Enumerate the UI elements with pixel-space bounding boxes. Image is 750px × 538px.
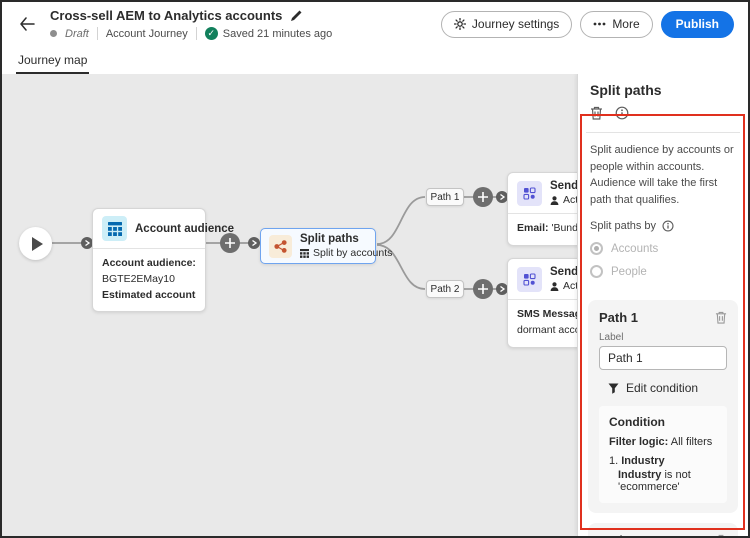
back-arrow-icon xyxy=(19,17,35,31)
status-dot xyxy=(50,30,57,37)
path1-edit-condition-label: Edit condition xyxy=(626,381,699,395)
split-node-subtitle: Split by accounts xyxy=(313,247,393,259)
trash-icon xyxy=(715,534,727,536)
path1-condition-card: Condition Filter logic: All filters 1. I… xyxy=(599,406,727,503)
sms-detail-label: SMS Message: xyxy=(517,308,591,320)
tab-active-indicator xyxy=(16,72,90,74)
accounts-mini-icon xyxy=(300,248,309,258)
rule-field: Industry xyxy=(621,455,665,467)
divider xyxy=(508,213,640,214)
main-area: Account audience Account audience: BGTE2… xyxy=(2,74,748,536)
title-block: Cross-sell AEM to Analytics accounts Dra… xyxy=(50,8,332,40)
split-share-icon xyxy=(269,234,292,258)
divider xyxy=(508,299,640,300)
delete-node-button[interactable] xyxy=(590,106,603,120)
account-node-title: Account audience xyxy=(135,222,235,235)
radio-people-circle xyxy=(590,265,603,278)
email-detail-label: Email: xyxy=(517,222,549,234)
delete-path2-button[interactable] xyxy=(715,534,727,536)
split-by-label: Split paths by xyxy=(590,220,657,232)
panel-title: Split paths xyxy=(590,82,662,98)
radio-accounts[interactable]: Accounts xyxy=(578,232,748,255)
tab-journey-map-label: Journey map xyxy=(18,53,88,67)
path2-chip[interactable]: Path 2 xyxy=(426,280,464,298)
info-icon xyxy=(662,220,674,232)
edit-title-icon[interactable] xyxy=(290,9,303,22)
path1-label-input[interactable] xyxy=(599,346,727,370)
saved-status: ✓ Saved 21 minutes ago xyxy=(204,27,333,40)
audience-value: BGTE2EMay10 xyxy=(102,272,175,285)
divider xyxy=(195,27,197,40)
header: Cross-sell AEM to Analytics accounts Dra… xyxy=(2,2,748,46)
status-badge: Draft xyxy=(65,27,89,40)
delete-path1-button[interactable] xyxy=(715,311,727,324)
radio-accounts-label: Accounts xyxy=(611,242,659,255)
split-node-title: Split paths xyxy=(300,233,359,245)
tab-bar: Journey map xyxy=(2,46,748,74)
account-audience-node[interactable]: Account audience Account audience: BGTE2… xyxy=(92,208,234,313)
radio-people-label: People xyxy=(611,265,647,278)
journey-edges xyxy=(52,187,508,299)
journey-type-label: Account Journey xyxy=(105,27,188,40)
more-dots-icon xyxy=(593,22,606,26)
rule-rest: is not 'ecommerce' xyxy=(618,469,691,493)
add-node-button[interactable] xyxy=(473,187,493,207)
panel-description: Split audience by accounts or people wit… xyxy=(590,144,734,206)
split-paths-panel: Split paths Split audience by accounts o… xyxy=(577,74,748,536)
more-label: More xyxy=(612,17,640,31)
radio-people[interactable]: People xyxy=(578,255,748,278)
path1-chip[interactable]: Path 1 xyxy=(426,188,464,206)
trash-icon xyxy=(590,106,603,120)
radio-accounts-circle xyxy=(590,242,603,255)
condition-title: Condition xyxy=(609,415,665,429)
publish-button[interactable]: Publish xyxy=(660,10,734,38)
filter-funnel-icon xyxy=(608,383,619,394)
more-button[interactable]: More xyxy=(580,10,653,38)
estimated-accounts-label: Estimated accounts: xyxy=(102,288,196,301)
rule-number: 1. xyxy=(609,455,619,467)
info-icon xyxy=(615,106,629,120)
path1-label-caption: Label xyxy=(599,332,624,343)
divider xyxy=(586,132,740,133)
journey-settings-button[interactable]: Journey settings xyxy=(440,10,573,38)
page-title: Cross-sell AEM to Analytics accounts xyxy=(50,8,283,23)
journey-settings-label: Journey settings xyxy=(471,17,560,31)
email-action-icon xyxy=(517,180,542,206)
path1-card-title: Path 1 xyxy=(599,310,639,325)
path2-card-title: Path 2 xyxy=(599,533,638,536)
path1-edit-condition-button[interactable]: Edit condition xyxy=(608,381,698,395)
person-icon xyxy=(550,281,559,291)
add-node-button[interactable] xyxy=(220,233,240,253)
saved-text: Saved 21 minutes ago xyxy=(222,27,333,40)
rule-attr: Industry xyxy=(618,469,662,481)
person-icon xyxy=(550,195,559,205)
gear-icon xyxy=(453,18,466,30)
info-button[interactable] xyxy=(615,106,629,120)
check-circle-icon: ✓ xyxy=(204,27,218,40)
divider xyxy=(93,248,205,249)
sms-action-icon xyxy=(517,266,542,292)
path2-card: Path 2 Label Edit condition C xyxy=(588,523,738,536)
audience-label: Account audience: xyxy=(102,257,196,269)
tab-journey-map[interactable]: Journey map xyxy=(16,53,90,74)
path1-card: Path 1 Label Edit condition C xyxy=(588,300,738,513)
divider xyxy=(96,27,98,40)
filter-logic-value: All filters xyxy=(670,436,713,448)
audience-grid-icon xyxy=(102,216,127,241)
back-button[interactable] xyxy=(14,11,40,37)
play-icon xyxy=(31,236,43,251)
split-paths-node[interactable]: Split paths Split by accounts xyxy=(260,228,392,264)
trash-icon xyxy=(715,311,727,324)
filter-logic-label: Filter logic: xyxy=(609,436,669,448)
journey-start-node[interactable] xyxy=(19,227,52,260)
add-node-button[interactable] xyxy=(473,279,493,299)
